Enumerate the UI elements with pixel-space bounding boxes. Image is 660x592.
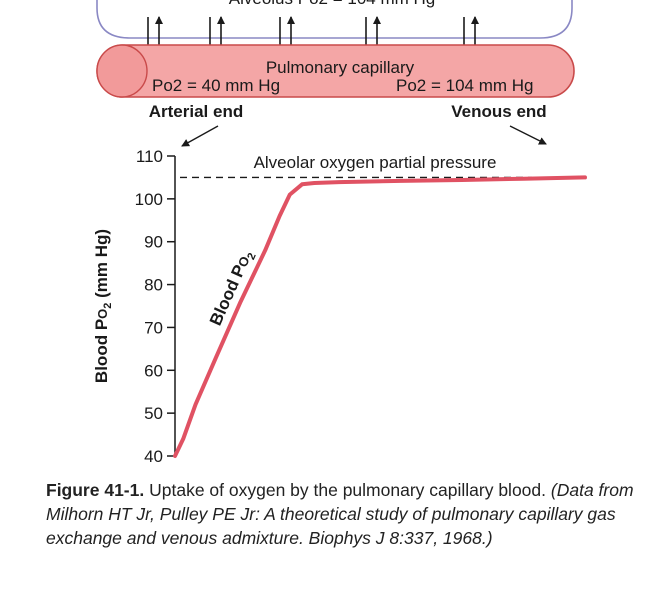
y-tick-label: 70	[144, 318, 163, 337]
y-axis-label: Blood PO2 (mm Hg)	[92, 229, 114, 383]
venous-end-label: Venous end	[451, 102, 546, 121]
blood-po2-curve	[173, 175, 587, 458]
figure-source: (Data from Milhorn HT Jr, Pulley PE Jr: …	[46, 480, 634, 548]
y-tick-label: 90	[144, 233, 163, 252]
alveolus-po2-label: Alveolus Po2 = 104 mm Hg	[229, 0, 436, 8]
venous-end-arrow	[509, 125, 547, 145]
alveolar-pressure-label: Alveolar oxygen partial pressure	[254, 153, 497, 172]
figure: Alveolus Po2 = 104 mm Hg Pulmonary capil…	[92, 0, 587, 466]
figure-title: Uptake of oxygen by the pulmonary capill…	[149, 480, 547, 500]
y-axis-ticks: 40 50 60 70 80 90 100 110	[135, 147, 175, 466]
alveolus-shape	[96, 0, 573, 39]
venous-po2-label: Po2 = 104 mm Hg	[396, 76, 534, 95]
figure-caption: Figure 41-1. Uptake of oxygen by the pul…	[46, 478, 636, 550]
y-tick-label: 80	[144, 276, 163, 295]
arterial-end-arrow	[181, 125, 219, 147]
capillary-end-cap	[96, 44, 148, 98]
figure-number: Figure 41-1.	[46, 480, 145, 500]
y-tick-label: 100	[135, 190, 163, 209]
po2-chart: 40 50 60 70 80 90 100 110 Blood PO2 (mm Hg) Alv…	[92, 147, 587, 466]
y-tick-label: 110	[136, 147, 163, 166]
y-tick-label: 60	[144, 361, 163, 380]
y-tick-label: 40	[144, 447, 163, 466]
y-tick-label: 50	[144, 404, 163, 423]
arterial-end-label: Arterial end	[149, 102, 243, 121]
capillary-label: Pulmonary capillary	[266, 58, 415, 77]
arterial-po2-label: Po2 = 40 mm Hg	[152, 76, 280, 95]
